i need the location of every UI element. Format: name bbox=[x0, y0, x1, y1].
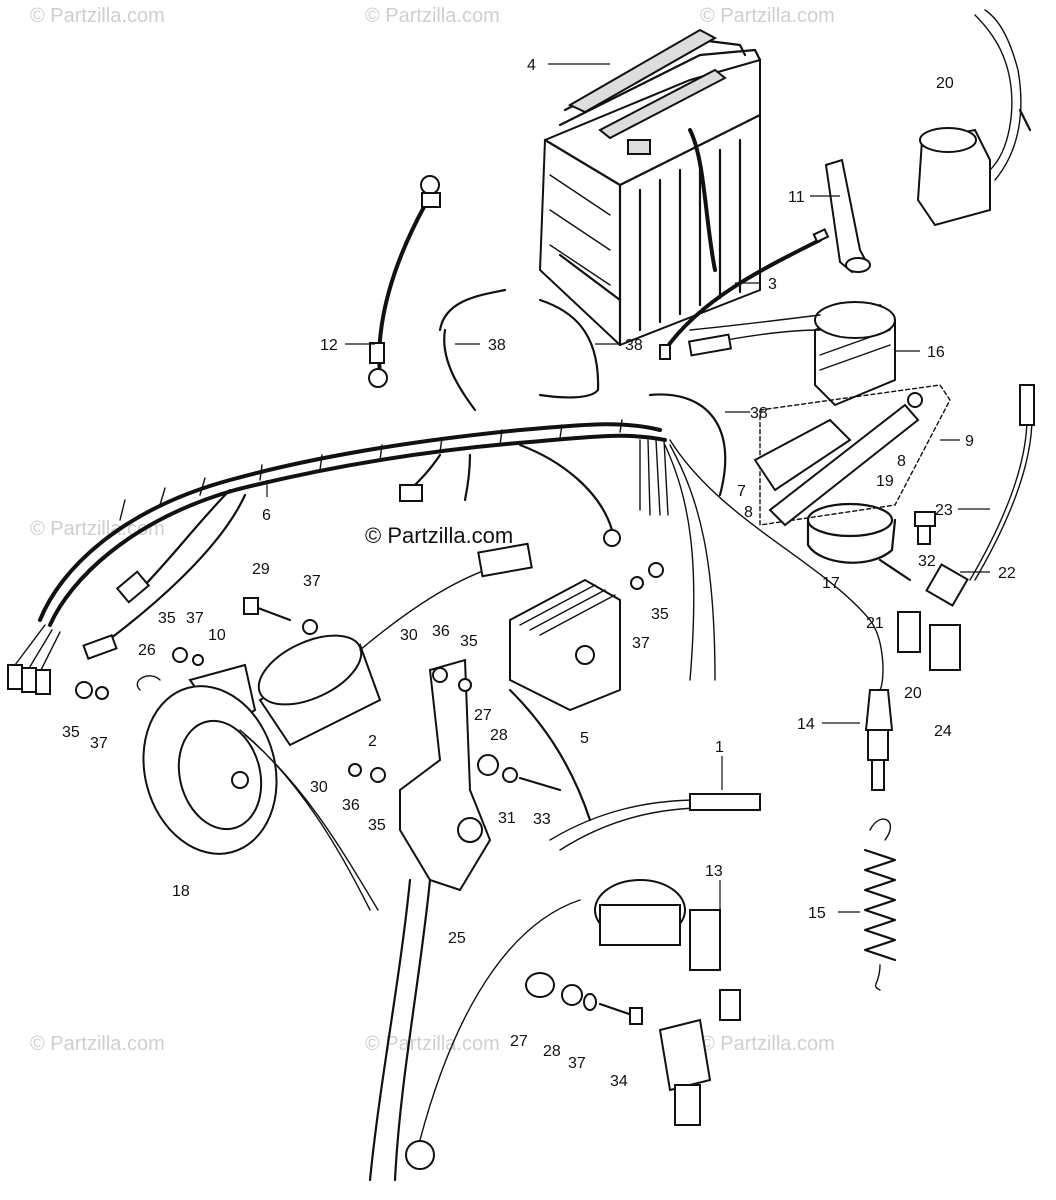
rectifier-plate bbox=[753, 384, 951, 527]
ignition-lead bbox=[549, 793, 761, 851]
label-part-30: 30 bbox=[310, 779, 328, 796]
label-part-36: 36 bbox=[432, 623, 450, 640]
watermarks: © Partzilla.com © Partzilla.com © Partzi… bbox=[30, 5, 835, 1055]
label-part-35: 35 bbox=[62, 724, 80, 741]
label-part-21: 21 bbox=[866, 615, 884, 632]
fasteners-middle bbox=[75, 562, 664, 792]
label-part-16: 16 bbox=[927, 344, 945, 361]
label-part-18: 18 bbox=[172, 883, 190, 900]
label-part-5: 5 bbox=[580, 730, 589, 747]
fasteners-bottom bbox=[525, 972, 643, 1025]
label-part-9: 9 bbox=[965, 433, 974, 450]
small-parts bbox=[897, 611, 961, 671]
regulator bbox=[687, 301, 896, 407]
bracket bbox=[368, 658, 492, 1182]
label-part-20: 20 bbox=[904, 685, 922, 702]
label-part-12: 12 bbox=[320, 337, 338, 354]
label-part-34: 34 bbox=[610, 1073, 628, 1090]
relay bbox=[916, 9, 1032, 227]
label-part-32: 32 bbox=[918, 553, 936, 570]
label-part-37: 37 bbox=[90, 735, 108, 752]
label-part-20: 20 bbox=[936, 75, 954, 92]
label-part-1: 1 bbox=[715, 739, 724, 756]
sensor-lead bbox=[925, 384, 1035, 607]
positive-cable bbox=[659, 228, 830, 360]
watermark-main: © Partzilla.com bbox=[365, 523, 513, 548]
watermark: © Partzilla.com bbox=[30, 1033, 165, 1055]
label-part-35: 35 bbox=[460, 633, 478, 650]
label-part-31: 31 bbox=[498, 810, 516, 827]
label-part-11: 11 bbox=[788, 189, 805, 206]
label-part-37: 37 bbox=[186, 610, 204, 627]
plug-cap bbox=[864, 689, 894, 791]
label-part-25: 25 bbox=[448, 930, 466, 947]
label-part-19: 19 bbox=[876, 473, 894, 490]
bolt bbox=[914, 511, 936, 545]
label-part-38: 38 bbox=[625, 337, 643, 354]
label-part-37: 37 bbox=[568, 1055, 586, 1072]
label-part-3: 3 bbox=[768, 276, 777, 293]
label-part-15: 15 bbox=[808, 905, 826, 922]
part-labels: 4 11 12 38 38 3 16 38 9 8 19 7 8 23 32 2… bbox=[62, 57, 1016, 1090]
label-part-8: 8 bbox=[744, 504, 753, 521]
watermark: © Partzilla.com bbox=[700, 1033, 835, 1055]
battery bbox=[538, 28, 762, 347]
label-part-36: 36 bbox=[342, 797, 360, 814]
label-part-8: 8 bbox=[897, 453, 906, 470]
label-part-23: 23 bbox=[935, 502, 953, 519]
label-part-35: 35 bbox=[368, 817, 386, 834]
label-part-30: 30 bbox=[400, 627, 418, 644]
label-part-14: 14 bbox=[797, 716, 815, 733]
label-part-35: 35 bbox=[651, 606, 669, 623]
battery-straps bbox=[438, 288, 727, 497]
label-part-28: 28 bbox=[543, 1043, 561, 1060]
label-part-24: 24 bbox=[934, 723, 952, 740]
ground-cable bbox=[368, 175, 441, 388]
watermark: © Partzilla.com bbox=[30, 5, 165, 27]
label-part-13: 13 bbox=[705, 863, 723, 880]
label-part-37: 37 bbox=[632, 635, 650, 652]
label-part-22: 22 bbox=[998, 565, 1016, 582]
label-part-27: 27 bbox=[474, 707, 492, 724]
watermark: © Partzilla.com bbox=[365, 5, 500, 27]
label-part-10: 10 bbox=[208, 627, 226, 644]
label-part-35: 35 bbox=[158, 610, 176, 627]
label-part-6: 6 bbox=[262, 507, 271, 524]
leader-lines bbox=[266, 63, 990, 913]
watermark: © Partzilla.com bbox=[700, 5, 835, 27]
label-part-27: 27 bbox=[510, 1033, 528, 1050]
label-part-28: 28 bbox=[490, 727, 508, 744]
spring bbox=[863, 818, 897, 991]
clamp bbox=[806, 502, 912, 582]
watermark: © Partzilla.com bbox=[365, 1033, 500, 1055]
ignition-coil bbox=[257, 542, 533, 747]
label-part-2: 2 bbox=[368, 733, 377, 750]
label-part-38: 38 bbox=[750, 405, 768, 422]
label-part-4: 4 bbox=[527, 57, 536, 74]
label-part-29: 29 bbox=[252, 561, 270, 578]
label-part-17: 17 bbox=[822, 575, 840, 592]
ignition-switch bbox=[405, 879, 741, 1170]
rubber-cap bbox=[824, 158, 871, 274]
label-part-7: 7 bbox=[737, 483, 746, 500]
label-part-38: 38 bbox=[488, 337, 506, 354]
wire-harness bbox=[7, 419, 884, 695]
rectifier bbox=[508, 578, 621, 822]
label-part-26: 26 bbox=[138, 642, 156, 659]
label-part-33: 33 bbox=[533, 811, 551, 828]
label-part-37: 37 bbox=[303, 573, 321, 590]
horn bbox=[142, 663, 379, 911]
